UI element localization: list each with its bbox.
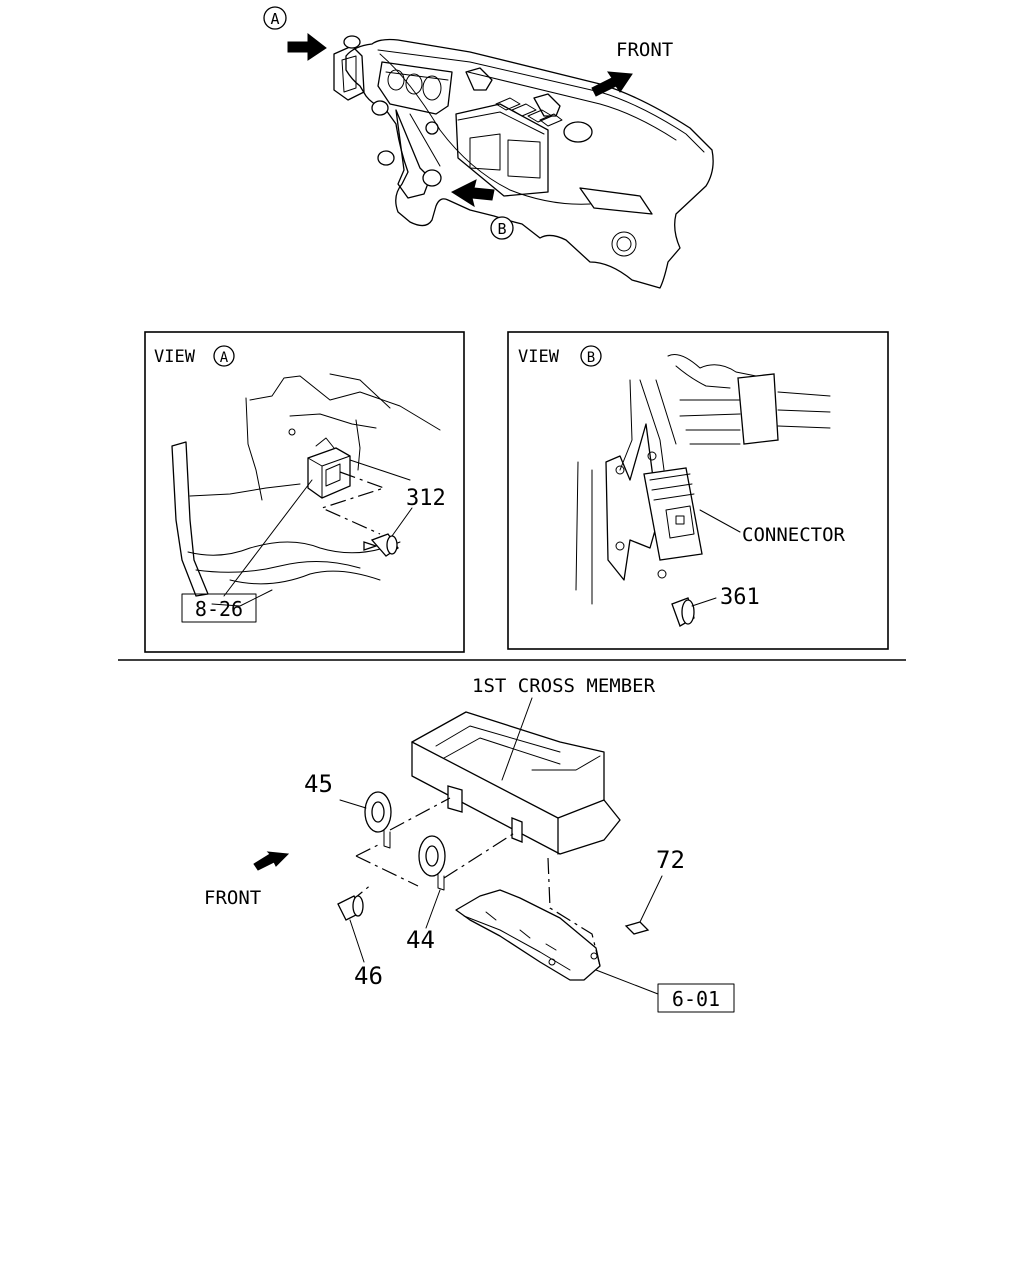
callout-a-top: A <box>270 10 279 28</box>
part-44-label: 44 <box>406 926 435 954</box>
cross-member-label: 1ST CROSS MEMBER <box>472 675 656 697</box>
view-b-letter: B <box>587 350 595 366</box>
horn-section: 1ST CROSS MEMBER 45 44 46 <box>204 675 735 1013</box>
dashboard-overview: A FRONT B <box>263 6 714 289</box>
part-72-label: 72 <box>656 846 685 874</box>
view-b-panel: VIEW B CONNECTOR <box>507 331 889 650</box>
view-a-letter: A <box>220 350 229 366</box>
ref-box-6-01: 6-01 <box>672 987 720 1011</box>
view-b-title: VIEW <box>518 347 560 367</box>
callout-b-top: B <box>497 220 506 238</box>
part-45-label: 45 <box>304 770 333 798</box>
connector-label: CONNECTOR <box>742 524 846 546</box>
ref-box-8-26: 8-26 <box>195 597 243 621</box>
part-361-label: 361 <box>720 585 760 610</box>
front-label-bottom: FRONT <box>204 887 261 909</box>
front-label-top: FRONT <box>616 39 673 61</box>
view-a-panel: VIEW A 312 8-26 <box>144 331 465 653</box>
part-312-label: 312 <box>406 486 446 511</box>
view-a-title: VIEW <box>154 347 196 367</box>
part-46-label: 46 <box>354 962 383 990</box>
